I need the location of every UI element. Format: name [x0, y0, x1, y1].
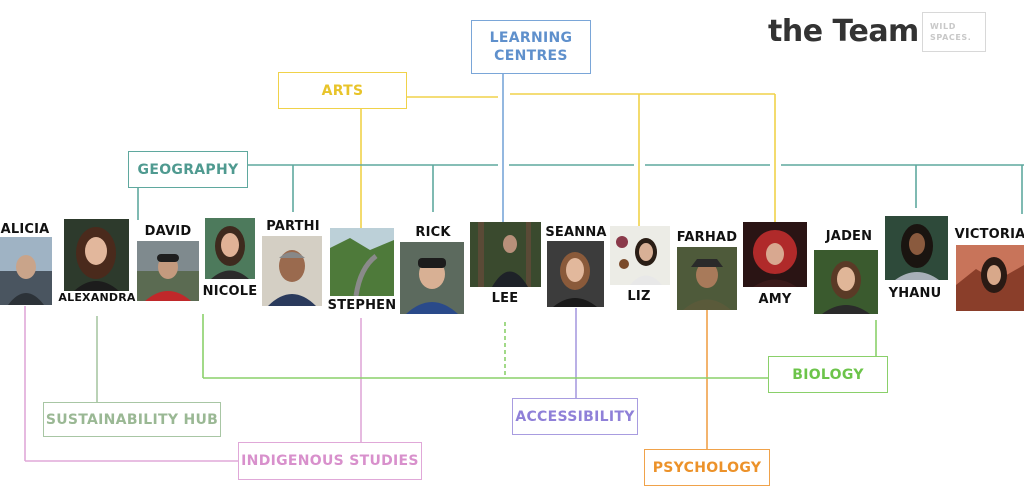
parthi-photo: [262, 236, 322, 306]
name-david: DAVID: [144, 224, 192, 239]
biology-connectors: [202, 314, 877, 379]
name-alicia: ALICIA: [0, 222, 50, 237]
biology-box: BIOLOGY: [768, 356, 888, 393]
sustainability-label: SUSTAINABILITY HUB: [45, 411, 219, 428]
lee-photo: [470, 222, 541, 287]
david-photo: [137, 241, 199, 301]
sustainability-hub-box: SUSTAINABILITY HUB: [43, 402, 221, 437]
accessibility-label: ACCESSIBILITY: [515, 408, 635, 425]
farhad-photo: [677, 247, 737, 310]
psychology-box: PSYCHOLOGY: [644, 449, 770, 486]
seanna-photo: [547, 241, 604, 307]
indigenous-label: INDIGENOUS STUDIES: [241, 453, 419, 469]
name-parthi: PARTHI: [266, 219, 320, 234]
wild-spaces-logo: WILD SPACES.: [922, 12, 986, 52]
nicole-photo: [205, 218, 255, 279]
logo-line-1: WILD: [930, 22, 956, 31]
learning-centres-line-2: CENTRES: [494, 48, 568, 64]
jaden-photo: [814, 250, 878, 314]
amy-photo: [743, 222, 807, 287]
learning-centres-box: LEARNING CENTRES: [471, 20, 591, 74]
yhanu-photo: [885, 216, 948, 280]
victoria-photo: [956, 245, 1024, 311]
geography-label: GEOGRAPHY: [137, 161, 239, 178]
learning-centres-line-1: LEARNING: [489, 30, 573, 46]
name-victoria: VICTORIA: [954, 227, 1024, 242]
liz-photo: [610, 226, 670, 285]
name-amy: AMY: [758, 292, 792, 307]
biology-label: BIOLOGY: [792, 366, 864, 383]
rick-photo: [400, 242, 464, 314]
arts-label: ARTS: [321, 82, 364, 99]
arts-box: ARTS: [278, 72, 407, 109]
name-seanna: SEANNA: [545, 225, 607, 240]
name-farhad: FARHAD: [676, 230, 738, 245]
name-liz: LIZ: [627, 289, 651, 304]
alexandra-photo: [64, 219, 129, 291]
alicia-photo: [0, 237, 52, 305]
name-stephen: STEPHEN: [327, 298, 397, 313]
name-yhanu: YHANU: [888, 286, 942, 301]
arts-connectors: [360, 93, 776, 228]
page-title: the Team: [768, 14, 919, 49]
geography-box: GEOGRAPHY: [128, 151, 248, 188]
name-jaden: JADEN: [825, 229, 873, 244]
name-rick: RICK: [415, 225, 451, 240]
indigenous-connectors: [24, 306, 362, 462]
psychology-label: PSYCHOLOGY: [652, 459, 762, 476]
name-nicole: NICOLE: [202, 284, 258, 299]
geography-connectors: [137, 164, 1024, 220]
logo-line-2: SPACES.: [930, 33, 972, 42]
stephen-photo: [330, 228, 394, 296]
name-lee: LEE: [491, 291, 519, 306]
indigenous-studies-box: INDIGENOUS STUDIES: [238, 442, 422, 480]
name-alexandra: ALEXANDRA: [58, 291, 136, 304]
accessibility-box: ACCESSIBILITY: [512, 398, 638, 435]
